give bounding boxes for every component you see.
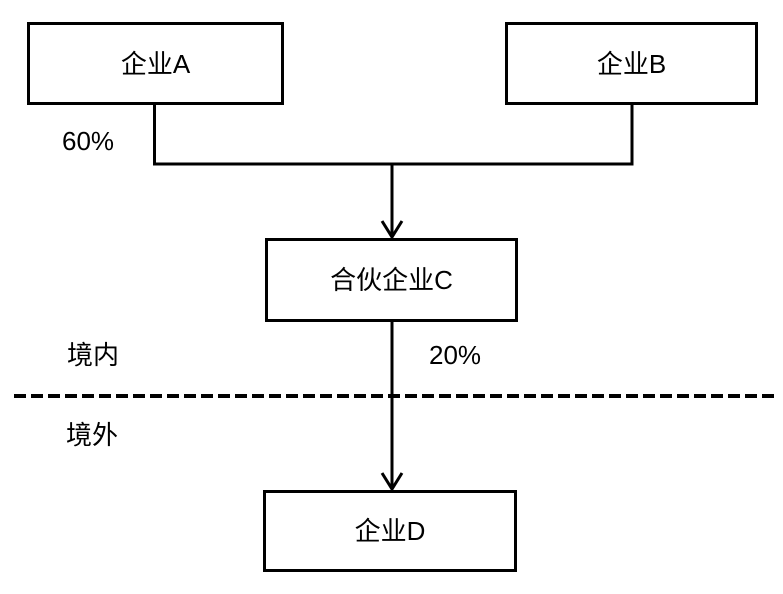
node-enterprise-b: 企业B: [505, 22, 758, 105]
node-enterprise-d-label: 企业D: [354, 516, 426, 546]
node-enterprise-d: 企业D: [263, 490, 517, 572]
arrowhead-into-c-icon: [380, 220, 404, 240]
node-partnership-c: 合伙企业C: [265, 238, 518, 322]
arrowhead-into-d-icon: [380, 472, 404, 492]
ownership-percent-60-label: 60%: [62, 126, 115, 156]
node-enterprise-a: 企业A: [27, 22, 284, 105]
ownership-percent-20-label: 20%: [429, 340, 482, 370]
node-partnership-c-label: 合伙企业C: [330, 265, 453, 295]
node-enterprise-a-label: 企业A: [120, 48, 191, 79]
region-domestic-label: 境内: [67, 340, 120, 370]
node-enterprise-b-label: 企业B: [596, 48, 667, 79]
region-overseas-label: 境外: [66, 420, 119, 450]
